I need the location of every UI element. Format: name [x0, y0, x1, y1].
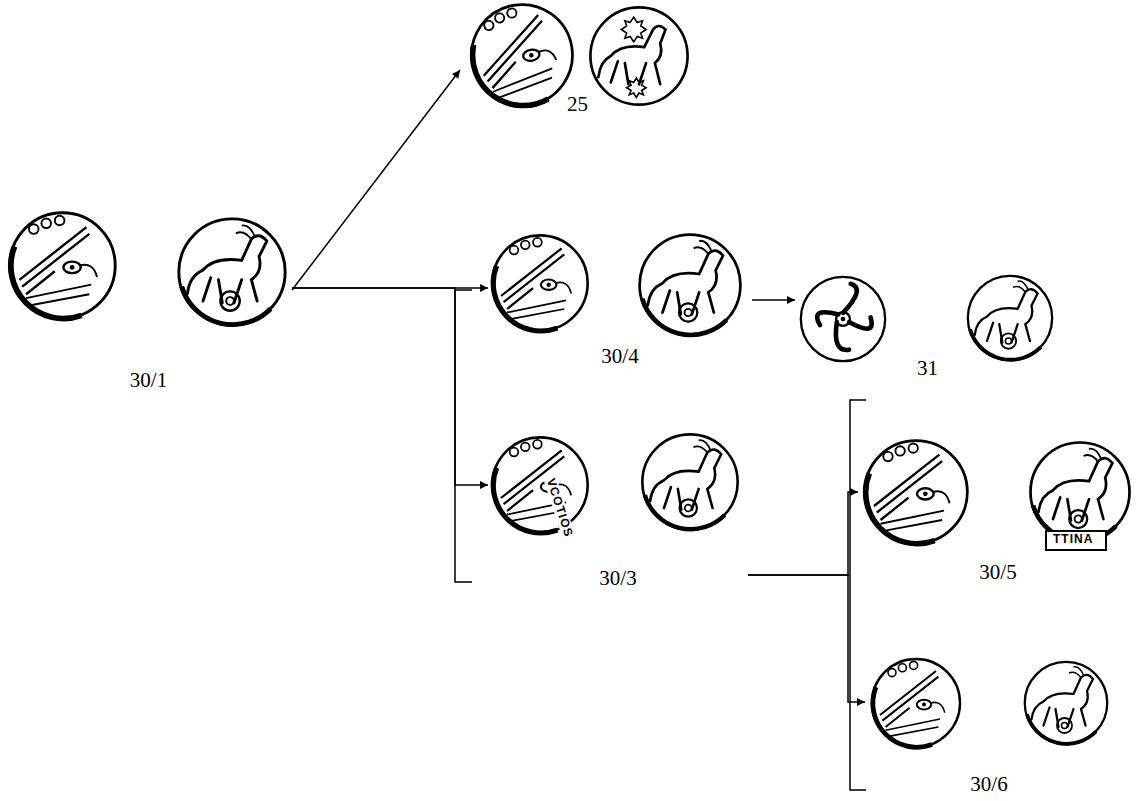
figure-number: 30/6 — [967, 773, 1010, 796]
arrow-connector — [748, 575, 865, 702]
figure-number: 31 — [914, 357, 941, 380]
coin-pair: 31 — [795, 272, 1060, 380]
coin-pair: 30/1 — [5, 200, 292, 392]
arrow-connector — [292, 70, 460, 290]
coin-pair: 25 — [460, 0, 695, 116]
arrow-connector — [292, 288, 488, 485]
arrow-connector — [752, 299, 795, 301]
figure-number: 30/4 — [598, 345, 641, 368]
figure-number: 30/5 — [976, 561, 1019, 584]
figure-number: 30/1 — [127, 369, 170, 392]
coin-pair: 30/4 — [488, 228, 752, 368]
coin-inscription: TTINA — [1052, 533, 1094, 546]
arrow-connector — [748, 492, 858, 575]
coin-pair: 30/6 — [865, 652, 1113, 796]
coin-pair: 30/3 — [488, 428, 748, 590]
figure-number: 25 — [564, 93, 591, 116]
figure-number: 30/3 — [596, 567, 639, 590]
coin-pair: 30/5 — [858, 434, 1138, 584]
